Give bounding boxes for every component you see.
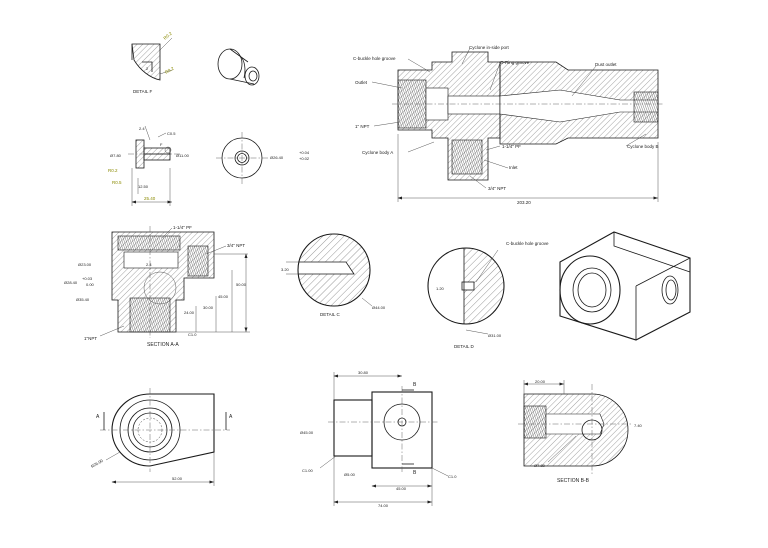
side-dim-angle: 2.4 xyxy=(139,126,145,131)
detail-c-dim-height: 3.20 xyxy=(281,267,290,272)
body-isometric-view xyxy=(559,231,691,341)
detail-f-dim-2: 2 xyxy=(146,66,149,71)
aa-dim-h30: 30.00 xyxy=(203,305,214,310)
callout-outlet: Outlet xyxy=(355,80,368,85)
callout-body-a: Cyclone body A xyxy=(362,150,393,155)
aa-dim-d3540: Ø35.40 xyxy=(76,297,90,302)
top-dim-d5: Ø5.00 xyxy=(344,472,356,477)
front-dim-width: 52.00 xyxy=(172,476,183,481)
side-dim-r02: R0.2 xyxy=(108,168,118,173)
top-dim-d45: Ø45.00 xyxy=(300,430,314,435)
aa-dim-h50: 50.00 xyxy=(236,282,247,287)
top-cut-label-lower: B xyxy=(413,470,417,476)
front-cut-label-right: A xyxy=(229,414,233,420)
side-dim-d78: Ø7.80 xyxy=(110,153,122,158)
aa-dim-tol-upper: +0.03 xyxy=(82,276,93,281)
side-dim-1250: 12.50 xyxy=(138,184,149,189)
detail-c-dim-dia: Ø44.00 xyxy=(372,305,386,310)
top-dim-3080: 30.80 xyxy=(358,370,369,375)
body-top-view: B B 30.80 Ø45.00 C1.00 Ø5.00 C1.0 45.00 … xyxy=(300,370,457,508)
detail-f-dim-r1: R0.2 xyxy=(162,31,173,41)
callout-dust-outlet: Dust outlet xyxy=(595,62,617,67)
bb-dim-20: 20.00 xyxy=(535,379,546,384)
aa-dim-h24: 24.00 xyxy=(184,310,195,315)
callout-pf: 1-1/4" PF xyxy=(502,144,521,149)
top-cut-label-upper: B xyxy=(413,382,417,388)
section-aa-view: 2.4 1-1/4" PF 3/4" NPT Ø23.00 Ø28.40 +0.… xyxy=(64,225,250,348)
top-dim-c100: C1.00 xyxy=(302,468,313,473)
end-dim-tol-upper: +0.04 xyxy=(299,150,310,155)
callout-oring-groove: O-Ring groove xyxy=(500,60,530,65)
side-dim-d11: Ø11.00 xyxy=(176,153,190,158)
detail-d-dim-width: 1.20 xyxy=(436,286,445,291)
aa-dim-tol-lower: 0.00 xyxy=(86,282,95,287)
front-dim-radius: R26.00 xyxy=(90,458,104,469)
sleeve-end-view: Ø26.40 +0.04 +0.02 xyxy=(216,132,310,184)
top-dim-45: 45.00 xyxy=(396,486,407,491)
section-bb-view: 20.00 7.40 Ø7.80 SECTION B-B xyxy=(518,379,643,484)
detail-d-callout-line1: C-buckle hole groove xyxy=(506,241,549,246)
callout-cbuckle-groove: C-buckle hole groove xyxy=(353,56,396,61)
callout-npt34: 3/4" NPT xyxy=(488,186,506,191)
front-cut-label-left: A xyxy=(96,414,100,420)
side-dim-2540: 25.40 xyxy=(144,196,156,201)
aa-dim-h45: 45.00 xyxy=(218,294,229,299)
cyclone-assembly-section: 203.20 C-buckle hole groove Cyclone in-s… xyxy=(353,45,664,205)
section-bb-title: SECTION B-B xyxy=(557,478,590,484)
end-dim-d2640: Ø26.40 xyxy=(270,155,284,160)
side-dim-chamfer: C0.5 xyxy=(167,131,176,136)
end-dim-tol-lower: +0.02 xyxy=(299,156,310,161)
aa-dim-c1: C1.0 xyxy=(188,332,197,337)
assembly-dim-length: 203.20 xyxy=(517,200,531,205)
top-dim-c10: C1.0 xyxy=(448,474,457,479)
sleeve-isometric-view xyxy=(217,48,260,86)
aa-dim-d23: Ø23.00 xyxy=(78,262,92,267)
detail-d-dim-dia: Ø31.00 xyxy=(488,333,502,338)
aa-dim-d2840: Ø28.40 xyxy=(64,280,78,285)
detail-c-title: DETAIL C xyxy=(320,312,341,317)
bb-dim-d780: Ø7.80 xyxy=(534,463,546,468)
detail-c-view: 3.20 Ø44.00 DETAIL C xyxy=(281,233,386,317)
detail-d-view: C-buckle hole groove 1.20 Ø31.00 DETAIL … xyxy=(427,241,549,349)
detail-d-title: DETAIL D xyxy=(454,344,475,349)
aa-callout-npt1: 1"NPT xyxy=(84,336,97,341)
callout-body-b: Cyclone body B xyxy=(627,144,659,149)
aa-callout-npt34: 3/4" NPT xyxy=(227,243,245,248)
aa-callout-pf: 1-1/4" PF xyxy=(173,225,192,230)
top-dim-74: 74.00 xyxy=(378,503,389,508)
detail-f-view: R0.2 R0.2 2 DETAIL F xyxy=(131,31,175,94)
detail-f-title: DETAIL F xyxy=(133,89,153,94)
side-label-f: F xyxy=(160,142,163,147)
callout-inlet: Inlet xyxy=(509,165,518,170)
detail-f-dim-r2: R0.2 xyxy=(164,66,175,75)
aa-dim-angle: 2.4 xyxy=(146,262,152,267)
body-front-view: A A R26.00 52.00 xyxy=(90,388,233,486)
section-aa-title: SECTION A-A xyxy=(147,342,179,348)
sleeve-side-view: 2.4 C0.5 F Ø7.80 Ø11.00 R0.2 R0.5 12.50 … xyxy=(108,125,190,206)
bb-dim-740: 7.40 xyxy=(634,423,643,428)
callout-npt1: 1" NPT xyxy=(355,124,370,129)
callout-inlet-port: Cyclone in-side port xyxy=(469,45,510,50)
side-dim-r05: R0.5 xyxy=(112,180,122,185)
